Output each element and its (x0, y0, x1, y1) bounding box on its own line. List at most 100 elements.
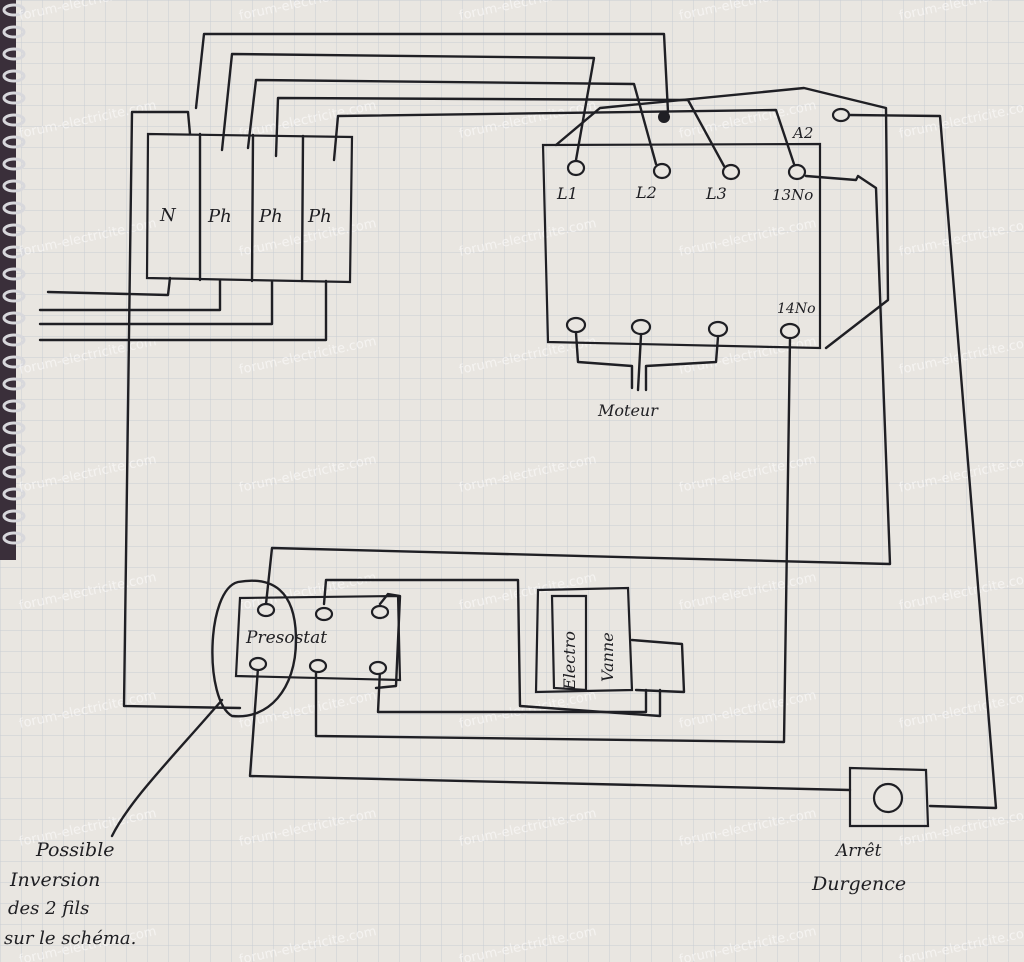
note-leader-line (110, 698, 224, 838)
note-line-3: des 2 fils (8, 898, 89, 919)
note-line-1: Possible (35, 839, 115, 861)
pressostat-label: Presostat (245, 628, 327, 648)
pressostat-terminal-1 (256, 602, 276, 618)
wire-pressostat-bridge (374, 592, 402, 690)
breaker-label-ph1: Ph (207, 206, 232, 227)
electro-valve: Electro Vanne (534, 586, 686, 694)
spiral-ring (2, 267, 26, 281)
breaker-block: N Ph Ph Ph (38, 132, 354, 342)
wiring (122, 32, 998, 810)
spiral-ring (2, 333, 26, 347)
terminal-a2 (831, 107, 851, 123)
spiral-ring (2, 25, 26, 39)
pressostat-terminal-6 (368, 660, 388, 676)
spiral-ring (2, 421, 26, 435)
wire-neutral-loop (122, 110, 242, 710)
valve-label-1: Electro (560, 631, 579, 691)
spiral-ring (2, 531, 26, 545)
spiral-ring (2, 355, 26, 369)
supply-cable-l3 (38, 279, 328, 342)
spiral-ring (2, 377, 26, 391)
spiral-ring (2, 311, 26, 325)
terminal-t2 (630, 318, 652, 336)
contactor-outline (541, 142, 822, 350)
breaker-label-n: N (159, 205, 177, 226)
terminal-l1 (566, 159, 586, 177)
motor-cable: Moteur (574, 331, 720, 420)
label-l3: L3 (705, 184, 727, 203)
wire-ph1-to-l1 (220, 52, 596, 162)
inversion-highlight-circle (211, 579, 298, 718)
spiral-ring (2, 113, 26, 127)
breaker-dividers (198, 132, 305, 283)
valve-outer (534, 586, 634, 694)
wire-pressostat-to-valve (322, 578, 662, 718)
pressostat-terminal-3 (370, 604, 390, 620)
coil-a2-housing (554, 86, 890, 350)
terminal-t1 (565, 316, 587, 334)
terminal-t3 (707, 320, 729, 338)
wire-n-to-a1 (194, 32, 670, 114)
spiral-binding (0, 0, 26, 560)
breaker-outline (145, 132, 354, 284)
spiral-ring (2, 509, 26, 523)
spiral-ring (2, 289, 26, 303)
spiral-ring (2, 135, 26, 149)
spiral-ring (2, 157, 26, 171)
motor-label: Moteur (597, 401, 659, 420)
emergency-stop: Arrêt Durgence (811, 766, 930, 895)
estop-box (848, 766, 930, 828)
wire-pressostat-to-valve-2 (376, 668, 648, 714)
wire-ph-to-13no (332, 108, 796, 166)
supply-cable-l2 (38, 279, 274, 326)
pressostat-terminal-2 (314, 606, 334, 622)
label-l2: L2 (635, 183, 657, 202)
spiral-ring (2, 3, 26, 17)
wire-14no-return (314, 337, 792, 744)
spiral-ring (2, 443, 26, 457)
terminal-l2 (652, 162, 672, 180)
spiral-ring (2, 223, 26, 237)
breaker-label-ph2: Ph (258, 206, 283, 227)
pressostat: Presostat (110, 579, 402, 838)
valve-label-2: Vanne (598, 632, 617, 682)
contactor: L1 L2 L3 13No A2 14No (541, 86, 890, 350)
supply-cable-n (46, 276, 172, 297)
wire-a2-to-estop (847, 113, 998, 810)
spiral-ring (2, 245, 26, 259)
label-13no: 13No (772, 186, 813, 204)
spiral-ring (2, 399, 26, 413)
terminal-a1 (658, 111, 670, 123)
label-a2: A2 (791, 124, 813, 142)
pressostat-terminal-5 (308, 658, 328, 674)
estop-label-2: Durgence (811, 873, 906, 895)
pressostat-outline (234, 594, 402, 682)
supply-cable-l1 (38, 278, 222, 312)
label-l1: L1 (556, 184, 578, 203)
valve-body (630, 638, 686, 694)
spiral-ring (2, 69, 26, 83)
terminal-13no (787, 163, 807, 181)
label-14no: 14No (777, 301, 816, 317)
spiral-ring (2, 487, 26, 501)
wire-ph3-to-l3 (274, 96, 726, 168)
note-line-4: sur le schéma. (4, 928, 136, 949)
wire-ph2-to-l2 (246, 78, 658, 166)
wire-pressostat-to-estop (248, 666, 852, 792)
inversion-note: Possible Inversion des 2 fils sur le sch… (4, 839, 136, 949)
spiral-ring (2, 47, 26, 61)
estop-button-icon (872, 782, 904, 814)
spiral-ring (2, 91, 26, 105)
wire-13no-to-pressostat (264, 174, 892, 606)
valve-coil (550, 594, 588, 692)
note-line-2: Inversion (9, 869, 100, 891)
spiral-ring (2, 179, 26, 193)
terminal-14no (779, 322, 801, 340)
spiral-ring (2, 201, 26, 215)
estop-label-1: Arrêt (834, 841, 882, 861)
breaker-label-ph3: Ph (307, 206, 332, 227)
spiral-ring (2, 465, 26, 479)
pressostat-terminal-4 (248, 656, 268, 672)
